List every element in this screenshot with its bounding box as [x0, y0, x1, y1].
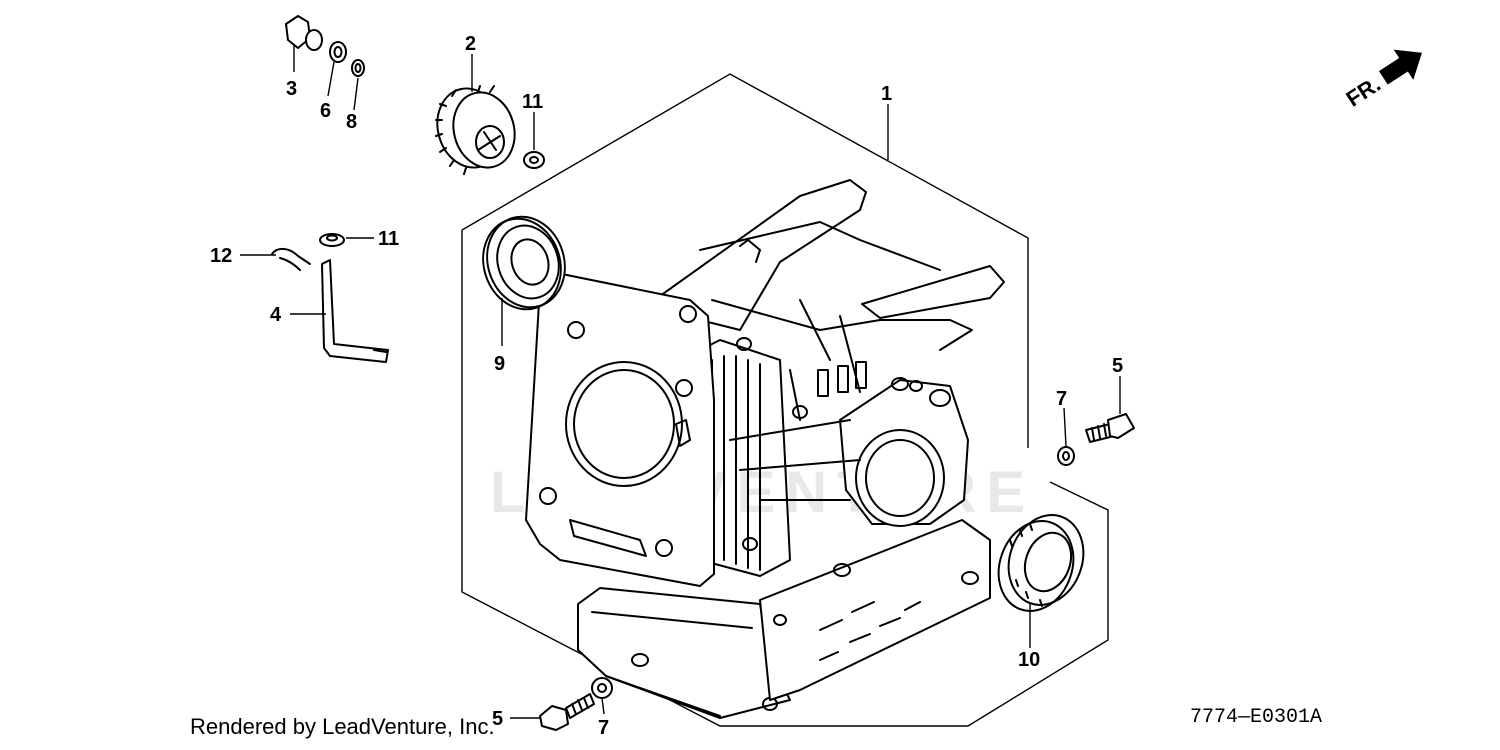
cylinder-block: [525, 179, 1005, 719]
callout-7-right: 7: [1056, 388, 1067, 410]
callout-4: 4: [270, 304, 282, 326]
washer-8: [351, 59, 365, 77]
callout-10: 10: [1018, 649, 1040, 671]
washer-7-right: [1057, 446, 1075, 466]
washer-6: [329, 41, 347, 63]
callout-11-upper: 11: [522, 91, 543, 113]
callout-11-left: 11: [378, 228, 399, 250]
washer-7-bottom: [591, 677, 613, 699]
oil-seal: [997, 514, 1085, 612]
callout-1: 1: [881, 83, 892, 105]
callout-7-bottom: 7: [598, 717, 609, 739]
callout-5-bottom: 5: [492, 708, 503, 730]
ball-bearing: [482, 215, 566, 311]
callout-3: 3: [286, 78, 297, 100]
governor-shaft: [321, 259, 389, 363]
callout-9: 9: [494, 353, 505, 375]
bolt-5-right: [1085, 413, 1135, 443]
front-direction-indicator: FR.: [1342, 49, 1422, 112]
callout-8: 8: [346, 111, 357, 133]
callout-2: 2: [465, 33, 476, 55]
callout-5-right: 5: [1112, 355, 1123, 377]
leader-6: [327, 61, 335, 97]
leader-8: [353, 77, 359, 111]
render-credit: Rendered by LeadVenture, Inc.: [190, 714, 495, 739]
callout-12: 12: [210, 245, 232, 267]
washer-11-upper: [523, 151, 545, 169]
front-arrow-icon: [1378, 49, 1422, 85]
drawing-code: 7774—E0301A: [1190, 706, 1323, 729]
governor-gear: [435, 85, 516, 175]
callout-6: 6: [320, 100, 331, 122]
leader-7-right: [1063, 407, 1067, 447]
leader-7-bottom: [601, 697, 605, 715]
front-label: FR.: [1342, 71, 1385, 111]
washer-11-left: [319, 233, 345, 247]
pin: [285, 15, 323, 51]
clip: [271, 248, 311, 271]
bolt-5-bottom: [539, 693, 595, 731]
